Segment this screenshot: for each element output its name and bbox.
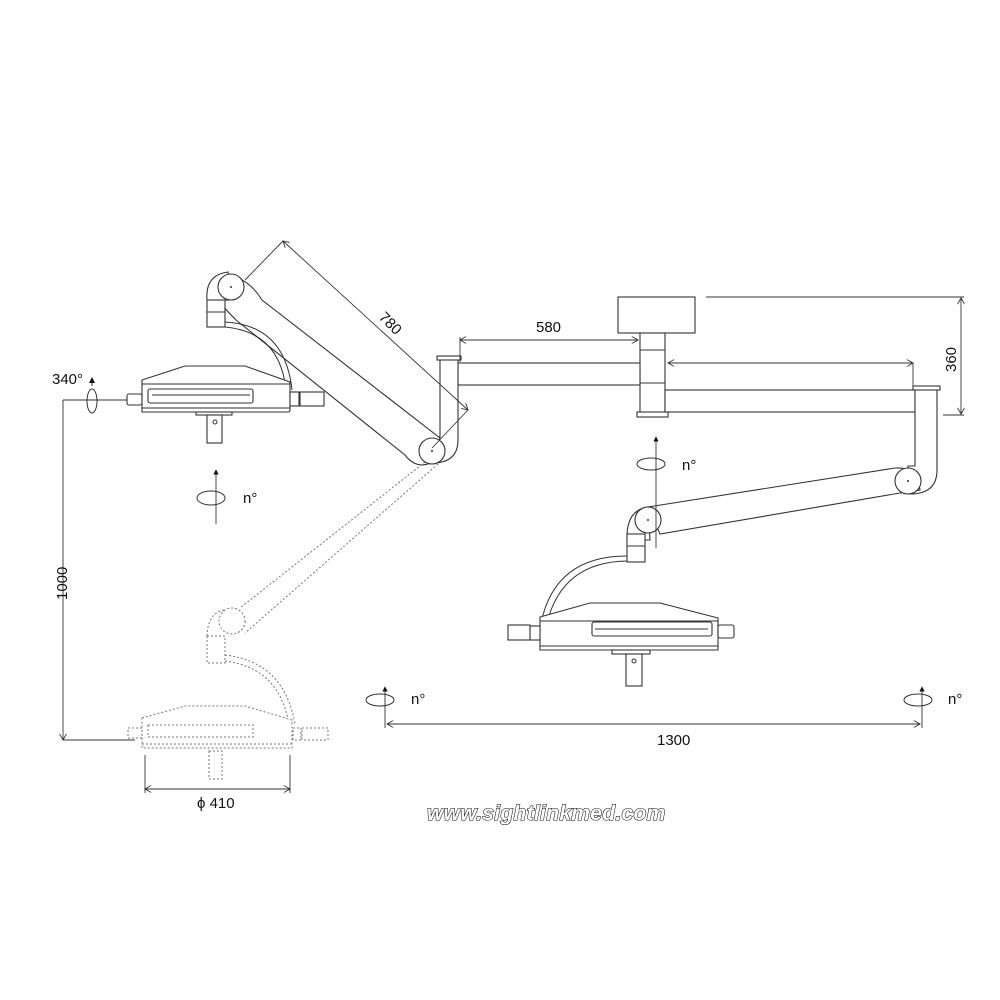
- rotation-label-n-left: n°: [243, 490, 257, 507]
- dimension-1000: 1000: [54, 400, 135, 740]
- lower-spring-arm: [540, 467, 922, 624]
- dimension-360: 360: [706, 296, 964, 416]
- dimension-label-1000: 1000: [54, 567, 71, 600]
- dimension-1300: 1300 n° n°: [365, 686, 962, 749]
- right-extension-arm: [664, 385, 941, 495]
- dimension-label-580: 580: [536, 319, 561, 336]
- control-panel-icon: [507, 624, 531, 641]
- left-extension-arm: [431, 355, 641, 464]
- rotation-label-n-right: n°: [682, 457, 696, 474]
- lowered-position-ghost: [127, 461, 439, 780]
- rotation-label-n-bottom-left: n°: [411, 691, 425, 708]
- rotation-label-n-bottom-right: n°: [948, 691, 962, 708]
- dimension-label-780: 780: [375, 309, 405, 339]
- rotation-indicator-left: n°: [196, 469, 257, 524]
- rotation-indicator-340: 340°: [52, 371, 127, 414]
- rotation-label-340: 340°: [52, 371, 83, 388]
- lamp-head-lower-right: [507, 602, 735, 687]
- ceiling-mount: [617, 296, 696, 418]
- website-url: www.sightlinkmed.com: [427, 802, 666, 825]
- dimension-label-360: 360: [943, 347, 960, 372]
- dimension-410: ϕ 410: [145, 755, 290, 812]
- control-panel-icon: [299, 391, 325, 407]
- lamp-head-upper-left: [126, 365, 325, 444]
- dimension-label-410: ϕ 410: [197, 795, 235, 812]
- dimension-580: 580: [460, 319, 913, 388]
- rotation-indicator-right: n°: [636, 436, 696, 548]
- dimension-label-1300: 1300: [657, 732, 690, 749]
